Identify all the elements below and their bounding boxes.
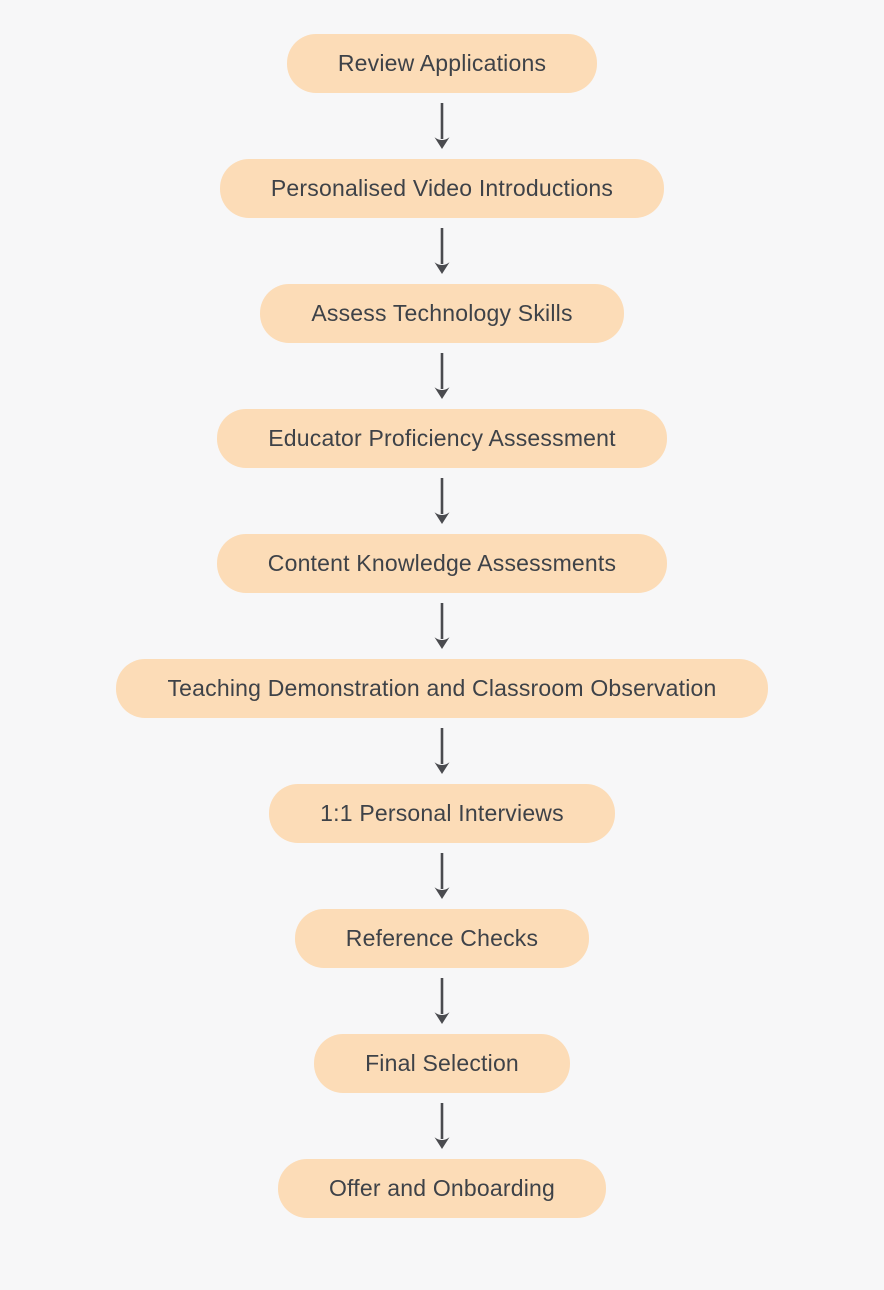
- down-arrow-icon: [433, 93, 451, 159]
- flow-step: Teaching Demonstration and Classroom Obs…: [116, 659, 768, 718]
- down-arrow-icon: [433, 468, 451, 534]
- flow-step: Personalised Video Introductions: [219, 159, 665, 218]
- down-arrow-icon: [433, 1093, 451, 1159]
- flow-step: Offer and Onboarding: [277, 1159, 607, 1218]
- down-arrow-icon: [433, 718, 451, 784]
- flow-step: Reference Checks: [294, 909, 590, 968]
- flow-step: Review Applications: [286, 34, 598, 93]
- down-arrow-icon: [433, 843, 451, 909]
- down-arrow-icon: [433, 593, 451, 659]
- flow-step: Content Knowledge Assessments: [216, 534, 668, 593]
- down-arrow-icon: [433, 343, 451, 409]
- flow-step: 1:1 Personal Interviews: [269, 784, 615, 843]
- flow-step: Assess Technology Skills: [260, 284, 624, 343]
- down-arrow-icon: [433, 968, 451, 1034]
- down-arrow-icon: [433, 218, 451, 284]
- flow-step: Final Selection: [314, 1034, 570, 1093]
- flow-step: Educator Proficiency Assessment: [217, 409, 667, 468]
